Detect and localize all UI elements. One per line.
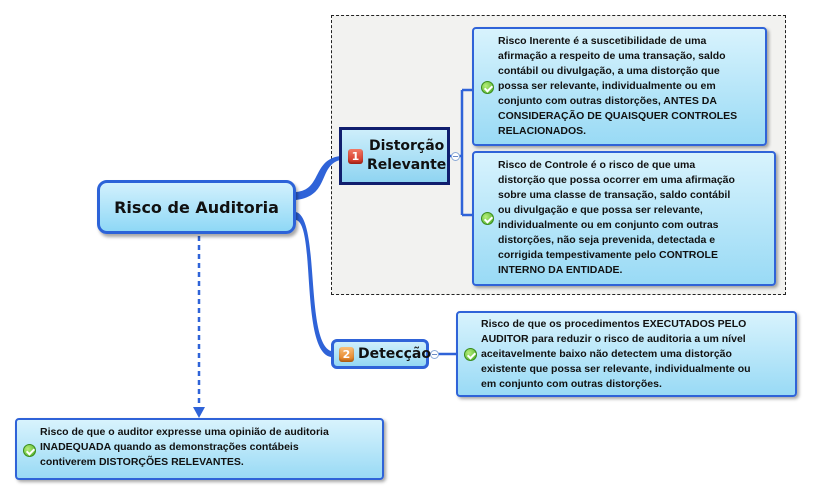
card-text-line: distorções, não seja prevenida, detectad… [498, 234, 716, 246]
connector-root-topic1 [296, 156, 340, 200]
card-text-line: CONSIDERAÇÃO DE QUAISQUER CONTROLES [498, 110, 738, 122]
topic-deteccao[interactable]: 2 Detecção [331, 339, 431, 369]
topic1-label: Distorção Relevante [367, 137, 446, 175]
card-text-line: contábil ou divulgação, a uma distorção … [498, 65, 720, 77]
check-icon [481, 212, 494, 225]
connector-root-topic2 [296, 212, 331, 357]
card-text-line: distorção que possa ocorrer em uma afirm… [498, 174, 735, 186]
card-risco-de-controle[interactable]: Risco de Controle é o risco de que uma d… [472, 151, 776, 286]
collapse-toggle-topic1[interactable] [451, 152, 460, 161]
topic1-label-line2: Relevante [367, 157, 447, 173]
card-text-line: possa ser relevante, individualmente ou … [498, 80, 716, 92]
root-label: Risco de Auditoria [114, 197, 279, 217]
card-text-line: aceitavelmente baixo não detectem uma di… [481, 348, 732, 360]
card-text-line: Risco de Controle é o risco de que uma [498, 159, 696, 171]
card-text-line: individualmente ou em conjunto com outra… [498, 219, 719, 231]
card-text-line: corrigida tempestivamente pelo CONTROLE [498, 249, 718, 261]
card-text-line: RELACIONADOS. [498, 125, 587, 137]
card-text-line: ou divulgação e que possa ser relevante, [498, 204, 703, 216]
card-text-line: afirmação a respeito de uma transação, s… [498, 50, 726, 62]
card-text-line: sobre uma classe de transação, saldo con… [498, 189, 731, 201]
card-text-line: contiverem DISTORÇÕES RELEVANTES. [40, 456, 244, 468]
card-risco-de-deteccao[interactable]: Risco de que os procedimentos EXECUTADOS… [456, 311, 797, 397]
topic1-label-line1: Distorção [368, 138, 445, 154]
card-text-line: INADEQUADA quando as demonstrações contá… [40, 441, 299, 453]
card-text-line: AUDITOR para reduzir o risco de auditori… [481, 333, 746, 345]
check-icon [481, 81, 494, 94]
priority-2-icon: 2 [339, 346, 354, 362]
card-text-line: conjunto com outras distorções, ANTES DA [498, 95, 717, 107]
card-text-line: em conjunto com outras distorções. [481, 378, 662, 390]
collapse-toggle-topic2[interactable] [430, 350, 439, 359]
topic-distorcao-relevante[interactable]: 1 Distorção Relevante [339, 127, 450, 185]
card-text-line: INTERNO DA ENTIDADE. [498, 264, 623, 276]
card-risco-inerente[interactable]: Risco Inerente é a suscetibilidade de um… [472, 27, 767, 146]
priority-1-icon: 1 [348, 148, 363, 164]
card-text-line: Risco Inerente é a suscetibilidade de um… [498, 35, 707, 47]
topic2-label: Detecção [358, 346, 431, 362]
arrow-head [193, 407, 205, 418]
check-icon [464, 348, 477, 361]
card-text-line: Risco de que os procedimentos EXECUTADOS… [481, 318, 747, 330]
check-icon [23, 444, 36, 457]
card-definicao-risco-de-auditoria[interactable]: Risco de que o auditor expresse uma opin… [15, 418, 384, 480]
root-topic-risco-de-auditoria[interactable]: Risco de Auditoria [97, 180, 296, 234]
card-text-line: existente que possa ser relevante, indiv… [481, 363, 751, 375]
card-text-line: Risco de que o auditor expresse uma opin… [40, 426, 329, 438]
